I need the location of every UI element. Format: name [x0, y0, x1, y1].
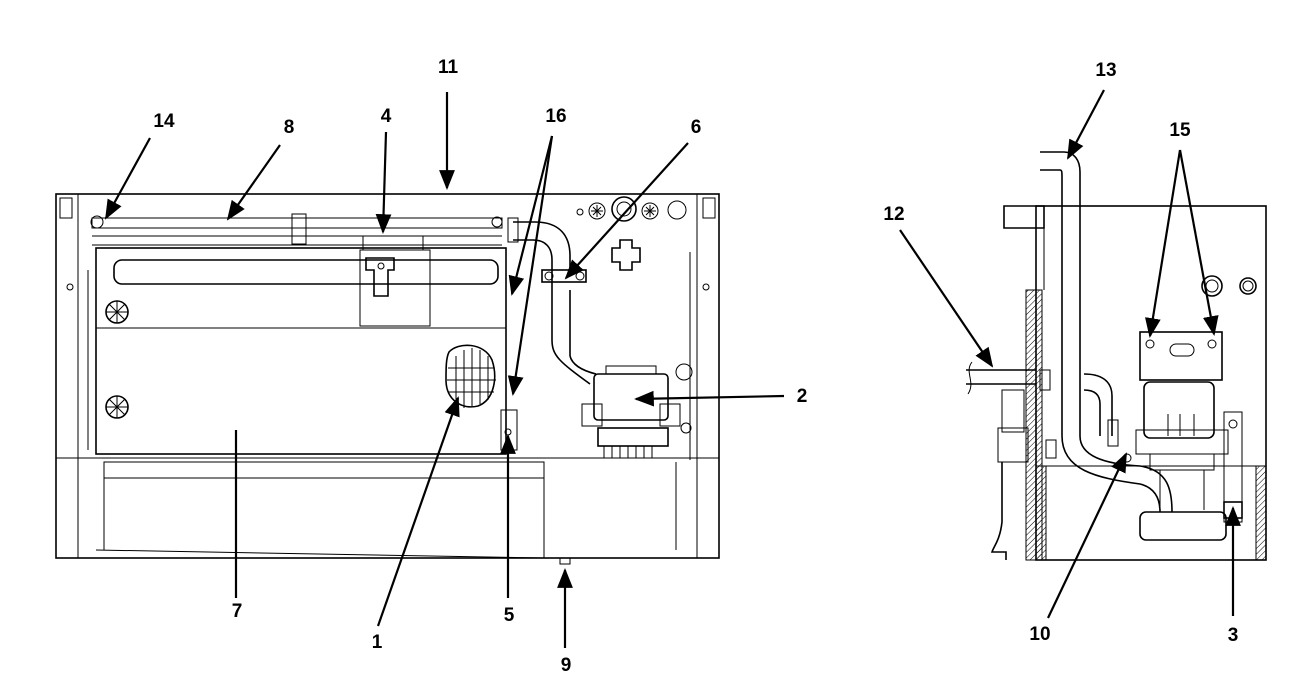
side-pump — [1107, 381, 1243, 541]
callout-13: 13 — [1095, 60, 1116, 81]
callout-11: 11 — [438, 57, 459, 78]
leader-15a — [1145, 149, 1182, 338]
top-rail — [91, 217, 503, 229]
item-2-pump — [581, 365, 692, 458]
inner-panel — [95, 247, 507, 455]
callout-9: 9 — [561, 655, 572, 676]
callout-12: 12 — [883, 204, 904, 225]
leader-4 — [375, 131, 392, 234]
grille-upper — [105, 300, 129, 324]
front-view — [55, 193, 720, 565]
leader-10 — [1047, 452, 1127, 619]
base-tray — [103, 461, 545, 479]
leader-2 — [634, 390, 785, 407]
callout-16: 16 — [545, 106, 566, 127]
mounting-holes — [576, 196, 687, 222]
side-cabinet — [1035, 205, 1267, 561]
leader-16b — [507, 135, 554, 396]
item-6-bracket — [541, 269, 587, 283]
grille-lower — [105, 395, 129, 419]
callout-2: 2 — [797, 386, 808, 407]
callout-4: 4 — [381, 106, 392, 127]
callout-3: 3 — [1228, 625, 1239, 646]
item-1-cutaway — [445, 344, 496, 408]
leader-lines — [105, 89, 1241, 648]
callout-5: 5 — [504, 605, 515, 626]
callout-7: 7 — [232, 601, 243, 622]
callout-1: 1 — [372, 632, 383, 653]
leader-8 — [226, 144, 281, 221]
drain-tube — [507, 217, 597, 385]
leader-13 — [1067, 89, 1105, 160]
callout-6: 6 — [691, 117, 702, 138]
left-fitting — [990, 369, 1057, 560]
cabinet-outline — [55, 193, 720, 559]
callouts: 11 13 14 8 4 16 6 15 12 2 7 5 1 10 3 9 — [153, 57, 1238, 676]
leader-12 — [899, 229, 994, 368]
leader-6 — [564, 142, 689, 280]
side-view — [966, 151, 1267, 561]
leader-15b — [1178, 149, 1219, 336]
leader-16a — [508, 135, 554, 296]
callout-8: 8 — [284, 117, 295, 138]
leader-14 — [105, 137, 151, 220]
leader-1 — [376, 396, 460, 627]
upper-slot — [113, 259, 499, 285]
callout-10: 10 — [1029, 624, 1050, 645]
callout-14: 14 — [153, 111, 175, 132]
callout-15: 15 — [1169, 120, 1191, 141]
item-15-bracket — [1139, 331, 1223, 381]
